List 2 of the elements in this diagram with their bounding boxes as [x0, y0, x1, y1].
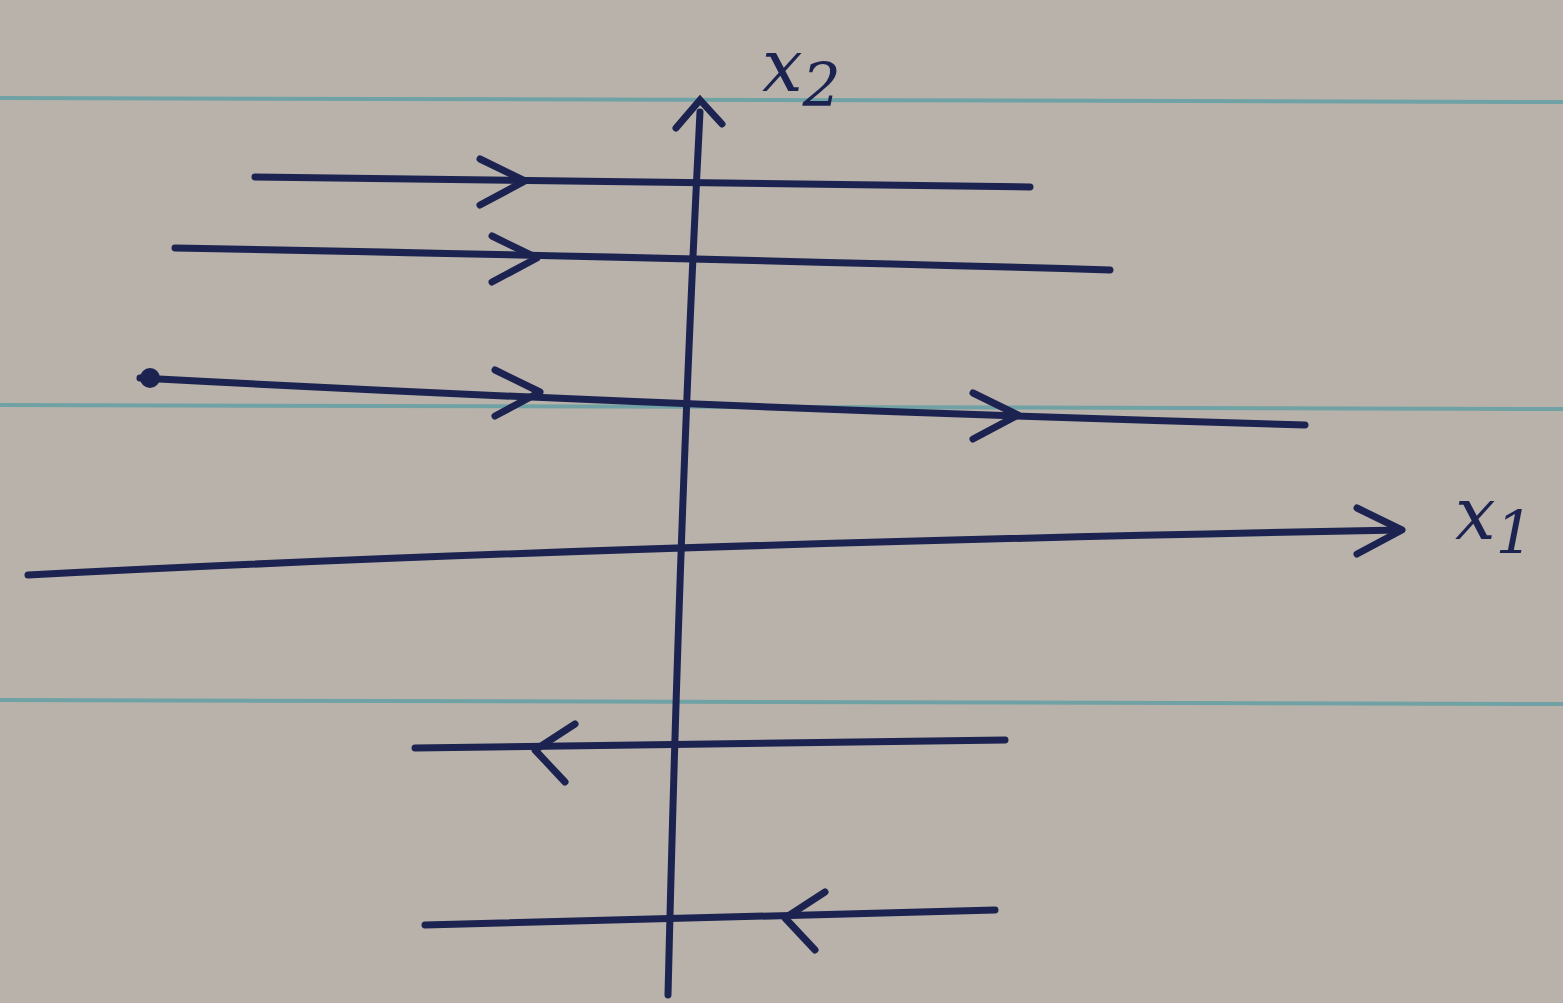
axis-label: x$_{2}$: [762, 30, 841, 116]
axis-label: x$_{1}$: [1455, 478, 1534, 564]
